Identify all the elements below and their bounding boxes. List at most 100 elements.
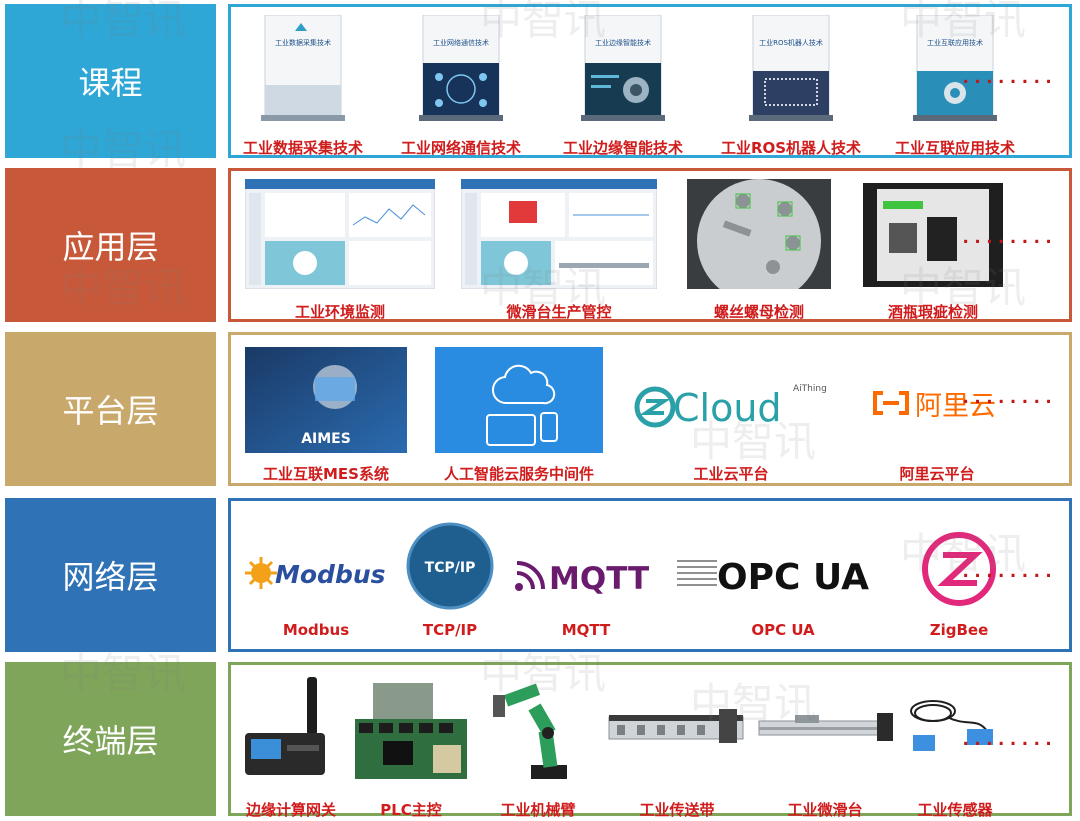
conveyor-image — [608, 709, 744, 743]
course-book-edge-intelligence[interactable]: 工业边缘智能技术 工业边缘智能技术 — [563, 15, 683, 157]
network-tcpip[interactable]: TCP/IP TCP/IP — [405, 521, 495, 641]
course-book-iiot-application[interactable]: 工业互联应用技术 工业互联应用技术 — [895, 15, 1015, 157]
app-caption-1: 工业环境监测 — [294, 303, 385, 321]
book-cover-edge-intelligence: 工业边缘智能技术 — [581, 15, 665, 121]
env-monitoring-screenshot — [245, 179, 435, 289]
zigbee-logo — [922, 532, 996, 606]
modbus-logo: Modbus — [245, 557, 386, 589]
svg-text:工业ROS机器人技术: 工业ROS机器人技术 — [759, 38, 823, 47]
terminal-caption-2: PLC主控 — [380, 801, 442, 819]
slide-control-screenshot — [461, 179, 657, 289]
svg-text:OPC UA: OPC UA — [717, 557, 869, 597]
svg-text:阿里云: 阿里云 — [915, 391, 996, 422]
network-mqtt[interactable]: MQTT MQTT — [513, 541, 659, 641]
terminal-caption-6: 工业传感器 — [917, 801, 993, 819]
course-layer-label: 课程 — [5, 4, 216, 158]
terminal-slide-table[interactable]: 工业微滑台 — [755, 701, 895, 819]
network-panel: Modbus Modbus TCP/IP TCP/IP MQTT MQTT — [228, 498, 1072, 652]
svg-text:TCP/IP: TCP/IP — [425, 560, 476, 576]
course-caption-5: 工业互联应用技术 — [894, 139, 1015, 157]
course-caption-1: 工业数据采集技术 — [242, 139, 363, 157]
bottle-flaw-detection-image — [863, 183, 1003, 287]
robot-arm-image — [493, 683, 567, 779]
terminal-panel: 边缘计算网关 PLC主控 工业机械臂 — [228, 662, 1072, 819]
course-caption-3: 工业边缘智能技术 — [562, 139, 683, 157]
platform-layer-label: 平台层 — [5, 332, 216, 486]
terminal-layer: 终端层 边缘计算网关 PLC主控 — [0, 662, 1080, 819]
network-layer-label: 网络层 — [5, 498, 216, 652]
network-zigbee[interactable]: ZigBee — [921, 531, 997, 641]
ai-cloud-middleware-image — [435, 347, 603, 453]
platform-industrial-cloud[interactable]: Cloud AiThing 工业云平台 — [631, 365, 831, 483]
app-slide-production-control[interactable]: 微滑台生产管控 — [461, 179, 657, 321]
course-panel: 工业数据采集技术 工业数据采集技术 工业网络通信技术 工业网络通信技术 — [228, 4, 1072, 158]
terminal-caption-1: 边缘计算网关 — [245, 801, 336, 819]
platform-layer: 平台层 AIMES 工业互联MES系统 人工智能云服务中间件 — [0, 332, 1080, 488]
platform-ai-cloud-middleware[interactable]: 人工智能云服务中间件 — [435, 347, 603, 483]
application-layer: 应用层 工业环境监测 — [0, 168, 1080, 324]
platform-caption-1: 工业互联MES系统 — [263, 465, 389, 483]
terminal-more-ellipsis: ........ — [960, 729, 1055, 750]
network-opcua[interactable]: OPC UA OPC UA — [677, 541, 889, 641]
network-layer: 网络层 Modbus Modbus TCP/IP TCP/IP — [0, 498, 1080, 654]
svg-text:工业边缘智能技术: 工业边缘智能技术 — [595, 38, 651, 47]
terminal-sensors[interactable]: 工业传感器 — [907, 695, 1003, 819]
app-caption-4: 酒瓶瑕疵检测 — [887, 303, 978, 321]
terminal-edge-gateway[interactable]: 边缘计算网关 — [241, 675, 341, 819]
app-env-monitoring[interactable]: 工业环境监测 — [245, 179, 435, 321]
sensors-image — [910, 700, 993, 751]
svg-text:工业数据采集技术: 工业数据采集技术 — [275, 38, 331, 47]
aimes-image: AIMES — [245, 347, 407, 453]
course-book-network-communication[interactable]: 工业网络通信技术 工业网络通信技术 — [401, 15, 521, 157]
tcpip-logo: TCP/IP — [406, 522, 494, 610]
edge-gateway-image — [245, 677, 325, 775]
book-cover-network-communication: 工业网络通信技术 — [419, 15, 503, 121]
svg-text:工业互联应用技术: 工业互联应用技术 — [927, 38, 983, 47]
application-layer-label: 应用层 — [5, 168, 216, 322]
app-caption-3: 螺丝螺母检测 — [713, 303, 804, 321]
svg-text:工业网络通信技术: 工业网络通信技术 — [433, 38, 489, 47]
app-screw-nut-detection[interactable]: 螺丝螺母检测 — [687, 179, 831, 321]
svg-text:MQTT: MQTT — [549, 561, 649, 597]
course-book-data-acquisition[interactable]: 工业数据采集技术 工业数据采集技术 — [243, 15, 363, 157]
network-caption-2: TCP/IP — [422, 621, 478, 639]
terminal-layer-label: 终端层 — [5, 662, 216, 816]
terminal-caption-3: 工业机械臂 — [500, 801, 576, 819]
network-caption-3: MQTT — [561, 621, 611, 639]
svg-text:Cloud: Cloud — [673, 386, 782, 430]
network-caption-5: ZigBee — [929, 621, 989, 639]
app-more-ellipsis: ........ — [960, 227, 1055, 248]
book-cover-ros-robot: 工业ROS机器人技术 — [749, 15, 833, 121]
course-caption-2: 工业网络通信技术 — [400, 139, 521, 157]
terminal-robot-arm[interactable]: 工业机械臂 — [483, 675, 593, 819]
aliyun-logo: 阿里云 — [873, 391, 996, 422]
course-layer: 课程 工业数据采集技术 工业数据采集技术 — [0, 4, 1080, 160]
application-panel: 工业环境监测 微滑台生产管控 — [228, 168, 1072, 322]
network-modbus[interactable]: Modbus Modbus — [241, 541, 391, 641]
platform-aimes[interactable]: AIMES 工业互联MES系统 — [245, 347, 407, 483]
platform-aliyun[interactable]: 阿里云 阿里云平台 — [867, 365, 1007, 483]
app-bottle-flaw-detection[interactable]: 酒瓶瑕疵检测 — [863, 183, 1003, 321]
aithing-cloud-logo: Cloud AiThing — [634, 384, 827, 430]
platform-caption-3: 工业云平台 — [693, 465, 769, 483]
terminal-caption-5: 工业微滑台 — [787, 801, 863, 819]
platform-caption-4: 阿里云平台 — [899, 465, 975, 483]
course-caption-4: 工业ROS机器人技术 — [720, 139, 862, 157]
book-cover-iiot-application: 工业互联应用技术 — [913, 15, 997, 121]
terminal-plc[interactable]: PLC主控 — [349, 675, 473, 819]
platform-more-ellipsis: ........ — [960, 387, 1055, 408]
slide-table-image — [758, 713, 893, 741]
platform-caption-2: 人工智能云服务中间件 — [443, 465, 594, 483]
terminal-conveyor[interactable]: 工业传送带 — [607, 701, 747, 819]
book-cover-data-acquisition: 工业数据采集技术 — [261, 15, 345, 121]
course-book-ros-robot[interactable]: 工业ROS机器人技术 工业ROS机器人技术 — [721, 15, 861, 157]
network-more-ellipsis: ........ — [960, 561, 1055, 582]
course-more-ellipsis: ........ — [960, 67, 1055, 88]
network-caption-4: OPC UA — [751, 621, 815, 639]
terminal-caption-4: 工业传送带 — [639, 801, 715, 819]
screw-nut-detection-image — [687, 179, 831, 289]
svg-text:AIMES: AIMES — [301, 431, 351, 447]
network-caption-1: Modbus — [282, 621, 350, 639]
plc-image — [355, 683, 467, 779]
svg-text:AiThing: AiThing — [793, 384, 827, 394]
